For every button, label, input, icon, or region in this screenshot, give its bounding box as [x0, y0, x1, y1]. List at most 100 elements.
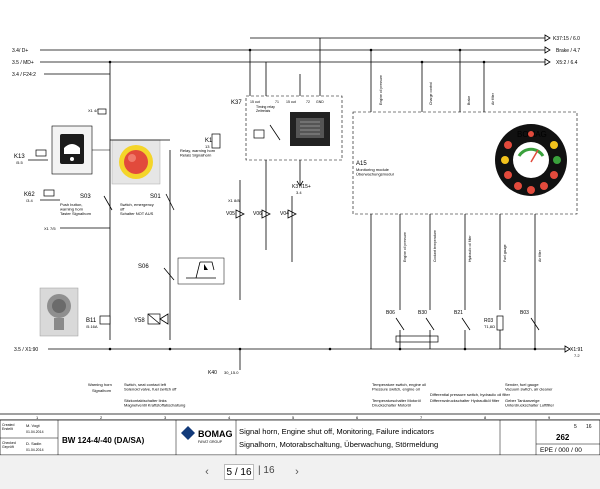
- desc-horn-de: Signalhorn: [92, 388, 111, 393]
- svg-text:15 out: 15 out: [286, 100, 296, 104]
- rail-label-brake: Brake / 4.7: [556, 48, 580, 54]
- switch-s01: [165, 193, 175, 211]
- rail-label-x1-91: X1:91: [570, 347, 583, 353]
- svg-text:16: 16: [586, 424, 592, 430]
- svg-text:X1 7/5: X1 7/5: [44, 226, 56, 231]
- schematic-sheet: 3.4/ D+ 3.5 / MD+ 3.4 / F24:2 K37:15 / 6…: [0, 34, 600, 456]
- a15-output-3: Fuel gauge: [503, 244, 507, 262]
- a15-input-3: Air filter: [491, 92, 495, 105]
- switch-b21: [461, 317, 471, 331]
- a15-output-4: Air filter: [538, 249, 542, 262]
- rail-label-md-plus: 3.5 / MD+: [12, 60, 34, 66]
- rail-label-f24: 3.4 / F24:2: [12, 72, 36, 78]
- prev-page-button[interactable]: ‹: [205, 466, 209, 478]
- svg-text:7: 7: [420, 415, 423, 420]
- v05-label: V05: [226, 211, 235, 217]
- rail-label-x1-90: 3.5 / X1:90: [14, 347, 38, 353]
- svg-text:9: 9: [548, 415, 551, 420]
- svg-text:4: 4: [228, 415, 231, 420]
- s01-label: S01: [150, 194, 161, 200]
- rail-label-k37: K37:15 / 6.0: [553, 36, 580, 42]
- diagram-title-de: Signalhorn, Motorabschaltung, Überwachun…: [239, 440, 438, 449]
- svg-text:01.04.2014: 01.04.2014: [26, 430, 44, 434]
- page-total: | 16: [258, 465, 275, 476]
- b03-label: B03: [520, 310, 529, 316]
- arrow-k37: [544, 34, 551, 42]
- switch-s06: [163, 267, 175, 281]
- next-page-button[interactable]: ›: [295, 466, 299, 478]
- brand-logo: BOMAG: [198, 429, 233, 439]
- a15-input-2: Brake: [467, 96, 471, 105]
- k13r-label: K13: [205, 138, 216, 144]
- svg-text:2: 2: [100, 415, 103, 420]
- resistor-r03: [496, 315, 504, 331]
- switch-s03: [103, 195, 113, 211]
- svg-text:6: 6: [356, 415, 359, 420]
- svg-text:X1 4/7: X1 4/7: [88, 108, 100, 113]
- b21-label: B21: [454, 310, 463, 316]
- k13-label: K13: [14, 154, 25, 160]
- k37-supply-label: K37/15+: [292, 184, 311, 190]
- b30-label: B30: [418, 310, 427, 316]
- svg-text:72: 72: [306, 100, 310, 104]
- svg-text:FAYAT GROUP: FAYAT GROUP: [198, 440, 223, 444]
- k37-label: K37: [231, 100, 242, 106]
- a15-input-lines: [370, 50, 485, 112]
- svg-text:GND: GND: [316, 100, 324, 104]
- a15-input-0: Engine oil pressure: [379, 75, 383, 105]
- seat-icon: [186, 261, 216, 279]
- arrow-x5: [544, 58, 551, 66]
- desc-horn-en: Warning horn: [88, 382, 112, 387]
- svg-text:3.4: 3.4: [296, 190, 302, 195]
- k40-label: K40: [208, 370, 217, 376]
- sheet-number: 262: [556, 433, 570, 442]
- a15-input-1: Charge control: [429, 82, 433, 105]
- r03-label: R03: [484, 318, 493, 324]
- arrow-brake: [544, 46, 551, 54]
- sensor-icon: [52, 299, 66, 313]
- v04-label: V04: [280, 211, 289, 217]
- svg-text:8: 8: [484, 415, 487, 420]
- svg-text:15 out: 15 out: [250, 100, 260, 104]
- rail-label-x5: X5:2 / 6.4: [556, 60, 578, 66]
- svg-text:71: 71: [275, 100, 279, 104]
- k37-timing-relay: [245, 95, 343, 161]
- svg-text:5: 5: [574, 424, 577, 430]
- indicator-lamps: [501, 131, 561, 194]
- epe-code: EPE / 000 / 00: [540, 447, 582, 454]
- a15-output-2: Hydraulic oil filter: [468, 235, 472, 262]
- svg-text:1: 1: [36, 415, 39, 420]
- svg-text:/5.5: /5.5: [16, 160, 23, 165]
- switch-b03: [530, 317, 540, 331]
- y58-label: Y58: [134, 318, 145, 324]
- desc-hydr-en: Differential pressure switch, hydraulic …: [430, 392, 511, 397]
- pdf-toolbar: ‹ | 16 ›: [0, 455, 600, 489]
- b06-label: B06: [386, 310, 395, 316]
- svg-text:/3.4: /3.4: [26, 198, 33, 203]
- emergency-stop-icon: [124, 150, 148, 174]
- gauge-needle: [530, 149, 539, 163]
- s03-label: S03: [80, 194, 91, 200]
- created-name: M. Vogt: [26, 423, 40, 428]
- svg-text:7.2: 7.2: [574, 353, 580, 358]
- diagram-title-en: Signal horn, Engine shut off, Monitoring…: [239, 427, 434, 436]
- b11-label: B11: [86, 318, 97, 324]
- switch-b30: [425, 317, 435, 331]
- rail-label-d-plus: 3.4/ D+: [12, 48, 28, 54]
- k62-label: K62: [24, 192, 35, 198]
- svg-text:T1,8Ω: T1,8Ω: [484, 324, 495, 329]
- page-number-input[interactable]: [224, 464, 254, 480]
- bomag-logo-icon: [181, 426, 195, 440]
- svg-text:01.04.2014: 01.04.2014: [26, 448, 44, 452]
